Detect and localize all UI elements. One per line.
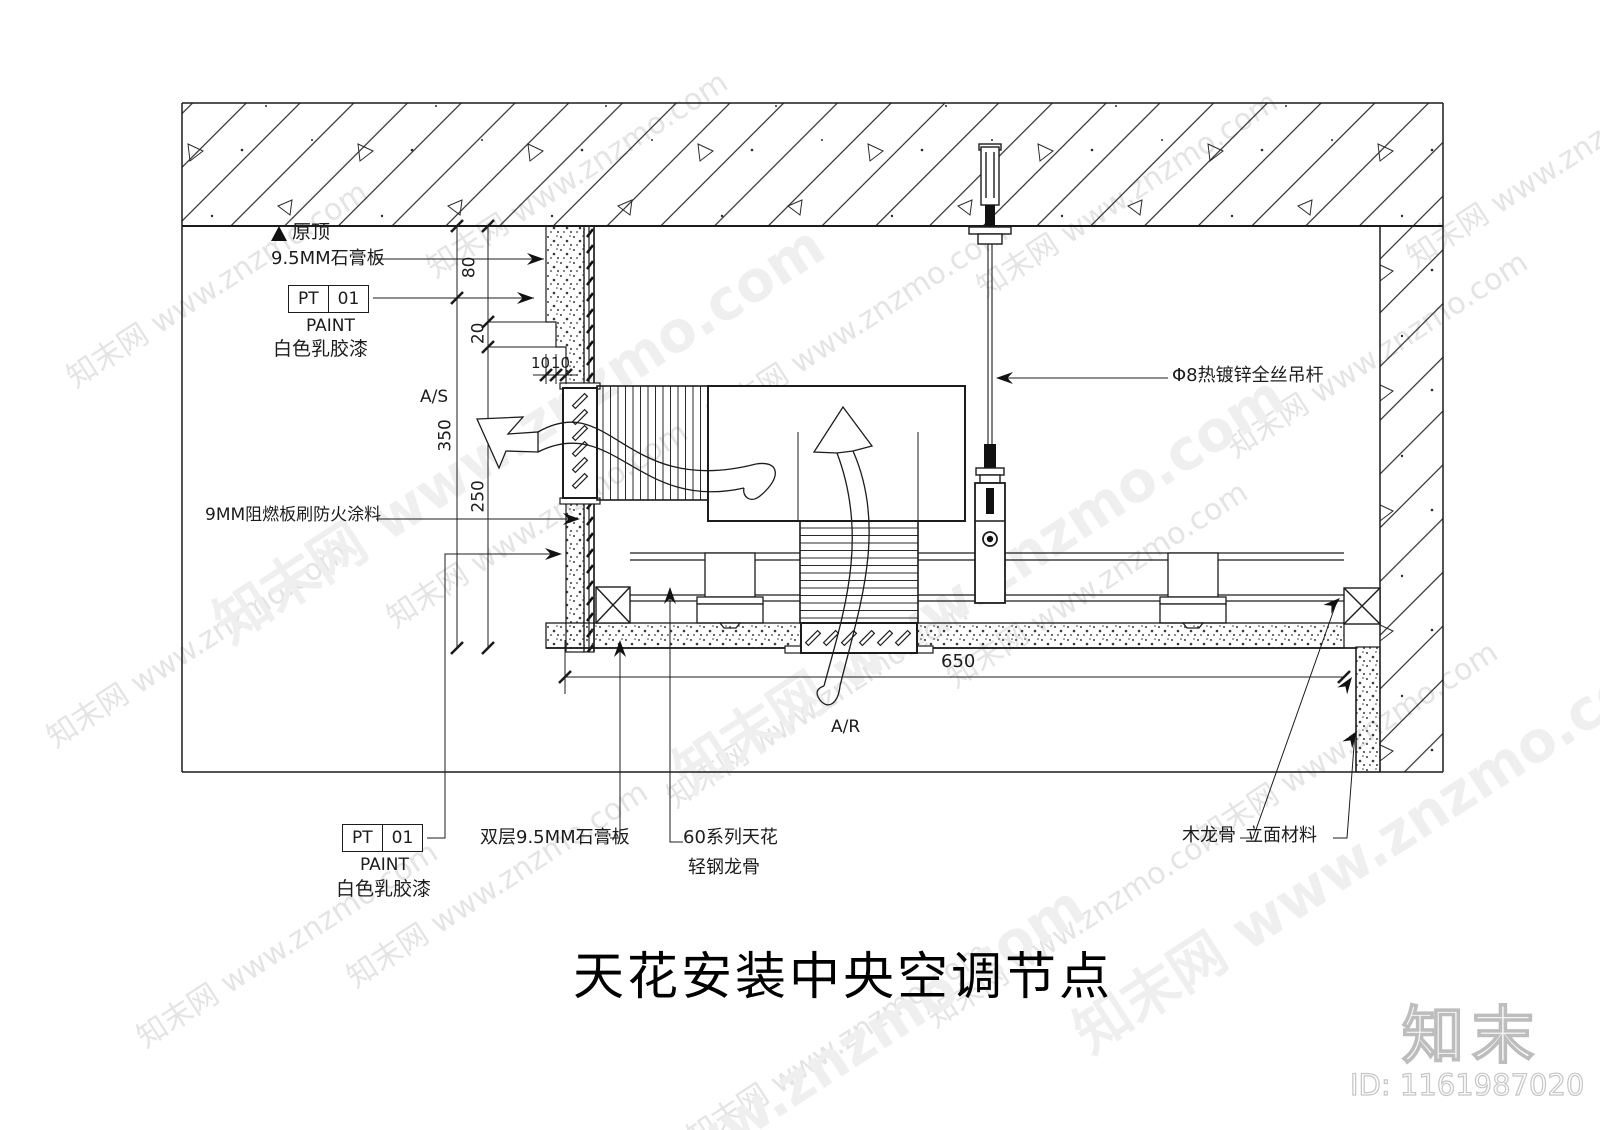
hanger-rod-assembly [968, 143, 1012, 604]
facade-label: 立面材料 [1245, 825, 1317, 846]
dim-250: 250 [468, 480, 489, 513]
concrete-slab [182, 102, 1443, 227]
keel-label-line1: 60系列天花 [683, 827, 778, 848]
paint-number: 01 [327, 286, 369, 312]
original-ceiling-label: 原顶 [292, 221, 331, 243]
airflow-arrows [476, 405, 874, 706]
flex-duct-horizontal [596, 385, 709, 501]
white-latex-label: 白色乳胶漆 [273, 338, 369, 360]
keel-clip [1159, 552, 1227, 629]
air-supply-label: A/S [420, 387, 449, 407]
gypsum-ceiling-board [545, 622, 1356, 649]
keel-clip [696, 552, 764, 629]
dim-80: 80 [459, 256, 480, 279]
fireboard-label: 9MM阻燃板刷防火涂料 [205, 505, 382, 525]
dim-650: 650 [941, 651, 976, 672]
paint-tag-top: PT 01 [288, 285, 370, 313]
hanger-rod-label: Φ8热镀锌全丝吊杆 [1172, 365, 1324, 386]
flex-duct-vertical [799, 520, 919, 624]
hanger-bracket [974, 482, 1006, 604]
paint-number: 01 [381, 825, 423, 851]
paint-en-label: PAINT [306, 316, 355, 336]
original-ceiling-triangle [271, 226, 287, 241]
drawing-title: 天花安装中央空调节点 [573, 948, 1114, 1007]
supply-air-arrowhead [476, 416, 539, 470]
gypsum-9-5-label: 9.5MM石膏板 [271, 248, 385, 269]
view-frame [181, 103, 1443, 773]
paint-en-label: PAINT [360, 855, 409, 875]
wood-blocking [595, 586, 1381, 625]
dim-20: 20 [468, 322, 489, 345]
return-grille [784, 622, 934, 654]
double-gypsum-label: 双层9.5MM石膏板 [480, 827, 630, 848]
dim-10a: 10 [531, 354, 551, 372]
wood-keel-label: 木龙骨 [1182, 825, 1236, 846]
dim-10b: 10 [551, 354, 571, 372]
air-return-label: A/R [831, 717, 861, 737]
facade-strip [1355, 646, 1381, 773]
white-latex-label: 白色乳胶漆 [336, 878, 432, 900]
paint-code: PT [298, 289, 319, 309]
masonry-wall [1379, 103, 1444, 772]
asset-id: ID: 1161987020 [1349, 1067, 1585, 1102]
paint-tag-bottom: PT 01 [342, 824, 424, 852]
znzmo-logo: 知末 [1401, 998, 1543, 1073]
return-air-arrowhead [812, 405, 874, 454]
dim-350: 350 [435, 419, 456, 452]
keel-label-line2: 轻钢龙骨 [688, 857, 760, 878]
ceiling-framing [545, 552, 1356, 649]
paint-code: PT [352, 828, 373, 848]
